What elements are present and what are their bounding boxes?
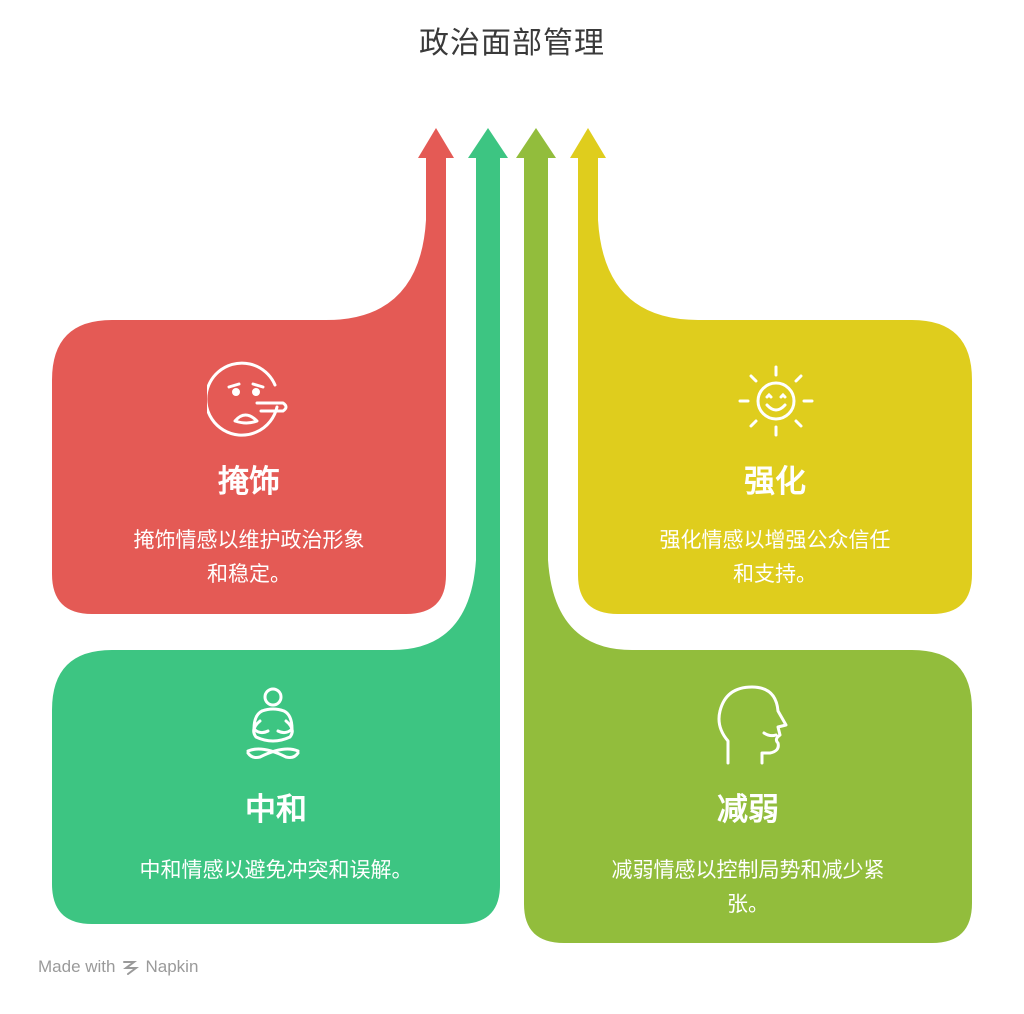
attenuate-title: 减弱 [717, 792, 779, 828]
smiling-sun-icon [738, 365, 814, 437]
mask-description: 掩饰情感以维护政治形象 和稳定。 [52, 523, 446, 591]
attenuate-card: 减弱 减弱情感以控制局势和减少紧 张。 [524, 784, 972, 921]
neutralize-description: 中和情感以避免冲突和误解。 [52, 853, 500, 887]
diagram-title: 政治面部管理 [419, 26, 605, 61]
mask-desc-line2: 和稳定。 [207, 562, 291, 586]
green-card-shape [52, 128, 508, 924]
amplify-card: 强化 强化情感以增强公众信任 和支持。 [578, 456, 972, 591]
attenuate-desc-line2: 张。 [727, 892, 769, 916]
attenuate-desc-line1: 减弱情感以控制局势和减少紧 [611, 858, 885, 882]
mask-desc-line1: 掩饰情感以维护政治形象 [133, 528, 365, 552]
amplify-desc-line2: 和支持。 [733, 562, 817, 586]
neutralize-desc-line1: 中和情感以避免冲突和误解。 [139, 858, 413, 882]
amplify-title: 强化 [744, 464, 806, 500]
lying-face-icon [207, 361, 288, 437]
made-with-label: Made with [38, 957, 116, 976]
red-card-shape [52, 128, 454, 614]
head-profile-icon [717, 685, 788, 765]
napkin-brand-label: Napkin [145, 957, 199, 976]
meditating-person-icon [246, 687, 300, 759]
yellow-card-shape [570, 128, 972, 614]
napkin-logo-icon [123, 961, 140, 975]
amplify-desc-line1: 强化情感以增强公众信任 [659, 528, 891, 552]
amplify-description: 强化情感以增强公众信任 和支持。 [578, 523, 972, 591]
mask-card: 掩饰 掩饰情感以维护政治形象 和稳定。 [52, 456, 446, 591]
attenuate-description: 减弱情感以控制局势和减少紧 张。 [524, 853, 972, 921]
neutralize-card: 中和 中和情感以避免冲突和误解。 [52, 784, 500, 887]
neutralize-title: 中和 [245, 792, 307, 828]
olive-card-shape [516, 128, 972, 943]
mask-title: 掩饰 [218, 464, 280, 500]
footer-attribution[interactable]: Made with Napkin [38, 957, 198, 977]
